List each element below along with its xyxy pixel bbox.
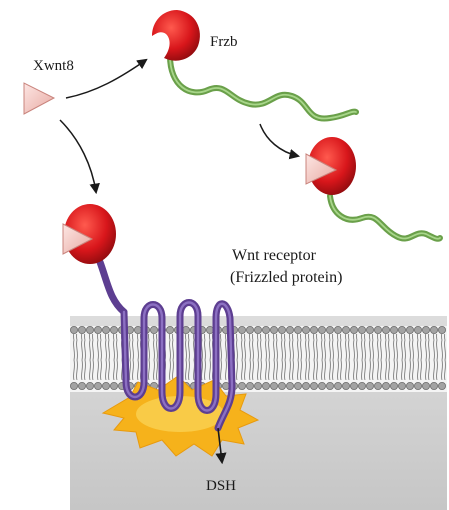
arrow-to-frzb xyxy=(65,58,148,99)
frzb-label: Frzb xyxy=(210,34,238,50)
bound-ligand-icon xyxy=(305,153,338,185)
arrow-to-bound xyxy=(259,123,301,160)
dsh-arrow xyxy=(215,427,227,465)
receptor-label-line1: Wnt receptor xyxy=(232,247,317,264)
frzb-unbound xyxy=(152,10,359,122)
arrow-to-receptor xyxy=(59,119,100,195)
lipid-bilayer-icon xyxy=(70,325,447,392)
frzb-bound-complex xyxy=(305,137,443,242)
receptor-binding-domain xyxy=(62,204,116,264)
dsh-label: DSH xyxy=(206,478,236,494)
red-binding-cap-icon xyxy=(152,10,200,61)
xwnt8-ligand-icon xyxy=(23,82,56,115)
xwnt8-label: Xwnt8 xyxy=(33,58,74,74)
receptor-label-line2: (Frizzled protein) xyxy=(230,269,342,286)
triangle-ligand-icon xyxy=(62,223,94,255)
frizzled-receptor xyxy=(96,258,236,432)
